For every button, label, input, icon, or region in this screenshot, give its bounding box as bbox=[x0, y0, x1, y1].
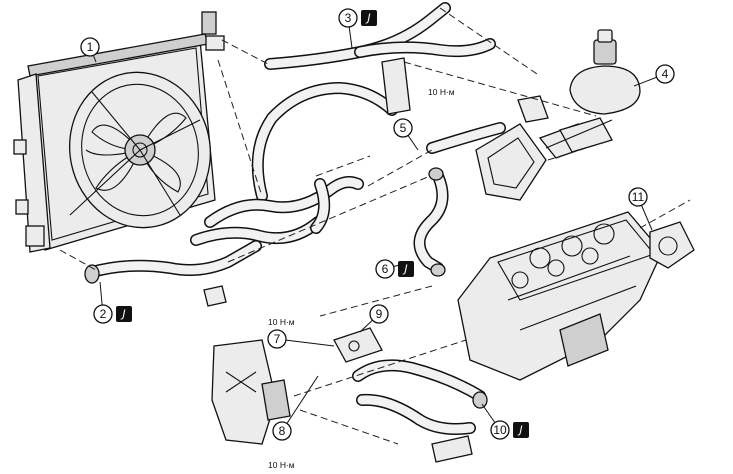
torque-label-3: 10 Н·м bbox=[268, 460, 295, 470]
callout-number-5: 5 bbox=[400, 121, 407, 135]
callout-circle-10 bbox=[490, 420, 510, 440]
torque-label-1: 10 Н·м bbox=[428, 87, 455, 97]
clamp-badge-3 bbox=[361, 10, 377, 26]
lower-radiator-hose bbox=[84, 240, 262, 307]
engine-block bbox=[457, 211, 695, 381]
upper-radiator-hose bbox=[190, 82, 398, 246]
callout-number-9: 9 bbox=[376, 307, 383, 321]
callout-number-4: 4 bbox=[662, 67, 669, 81]
mounting-bracket bbox=[211, 339, 291, 445]
clamp-badge-glyph-2: J bbox=[120, 308, 125, 321]
callout-circle-5 bbox=[393, 118, 413, 138]
callout-circle-9 bbox=[369, 304, 389, 324]
callout-circle-6 bbox=[375, 259, 395, 279]
clamp-badge-glyph-6: J bbox=[402, 263, 407, 276]
clamp-badge-2 bbox=[116, 306, 132, 322]
callout-number-2: 2 bbox=[100, 307, 107, 321]
radiator-assembly bbox=[13, 11, 225, 253]
callout-number-7: 7 bbox=[274, 332, 281, 346]
callout-number-3: 3 bbox=[345, 11, 352, 25]
clamp-badge-glyph-10: J bbox=[517, 424, 522, 437]
callout-circle-1 bbox=[80, 37, 100, 57]
callout-number-11: 11 bbox=[632, 190, 645, 204]
callout-circle-11 bbox=[628, 187, 648, 207]
assembly-lines bbox=[59, 7, 691, 445]
callout-circle-4 bbox=[655, 64, 675, 84]
sensor-housing bbox=[333, 327, 383, 363]
expansion-tank bbox=[545, 29, 641, 153]
upper-bypass-hose bbox=[264, 2, 496, 70]
clamp-badge-10 bbox=[513, 422, 529, 438]
lower-coolant-pipe bbox=[352, 359, 488, 463]
callout-number-8: 8 bbox=[279, 424, 286, 438]
clamp-badge-glyph-3: J bbox=[365, 12, 370, 25]
torque-label-2: 10 Н·м bbox=[268, 317, 295, 327]
callout-number-10: 10 bbox=[493, 423, 507, 437]
callout-number-6: 6 bbox=[382, 262, 389, 276]
callout-number-1: 1 bbox=[87, 40, 94, 54]
callout-circle-7 bbox=[267, 329, 287, 349]
callout-circle-2 bbox=[93, 304, 113, 324]
callout-circle-8 bbox=[272, 421, 292, 441]
heater-hose bbox=[381, 57, 549, 154]
callout-leader-8 bbox=[281, 375, 319, 432]
callout-circle-3 bbox=[338, 8, 358, 28]
clamp-badge-6 bbox=[398, 261, 414, 277]
engine-outlet-hose bbox=[413, 167, 449, 277]
